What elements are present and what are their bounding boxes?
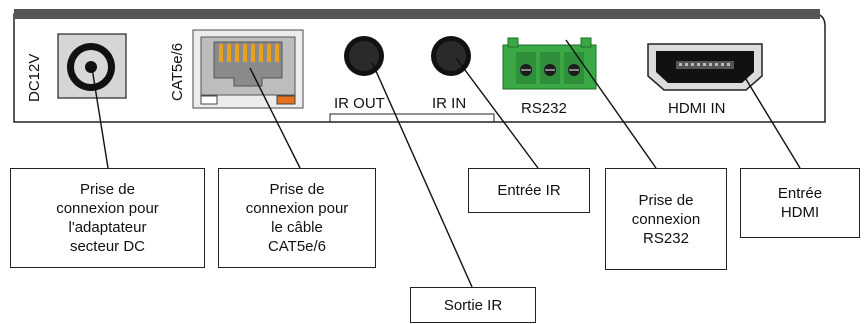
dc-label: DC12V xyxy=(26,54,43,102)
ir-in-jack xyxy=(431,36,471,76)
rj45-led-right xyxy=(276,95,296,105)
rj45-port xyxy=(192,29,304,109)
rj45-led-left xyxy=(200,95,218,105)
leader-dc xyxy=(91,67,109,169)
rs232-label: RS232 xyxy=(521,100,567,117)
leader-hdmi xyxy=(737,65,801,169)
leader-cat xyxy=(249,67,301,169)
panel-bracket xyxy=(329,113,495,122)
leader-rs232 xyxy=(565,39,657,169)
leader-lines xyxy=(91,39,801,288)
ir-out-label: IR OUT xyxy=(334,95,385,112)
cat-label: CAT5e/6 xyxy=(169,43,186,101)
callout-ir-in: Entrée IR xyxy=(468,168,590,213)
dc-jack xyxy=(57,33,127,99)
callout-dc-adapter: Prise de connexion pour l'adaptateur sec… xyxy=(10,168,205,268)
rs232-terminal xyxy=(502,37,597,90)
callout-rs232: Prise de connexion RS232 xyxy=(605,168,727,270)
hdmi-port xyxy=(647,43,763,91)
ir-in-label: IR IN xyxy=(432,95,466,112)
hdmi-label: HDMI IN xyxy=(668,100,726,117)
leader-ir-in xyxy=(455,57,539,169)
callout-cat-cable: Prise de connexion pour le câble CAT5e/6 xyxy=(218,168,376,268)
rj45-pins xyxy=(219,44,279,62)
callout-ir-out: Sortie IR xyxy=(410,287,536,323)
ir-out-jack xyxy=(344,36,384,76)
callout-hdmi: Entrée HDMI xyxy=(740,168,860,238)
leader-ir-out xyxy=(371,61,473,288)
panel-top-rim xyxy=(14,9,820,19)
